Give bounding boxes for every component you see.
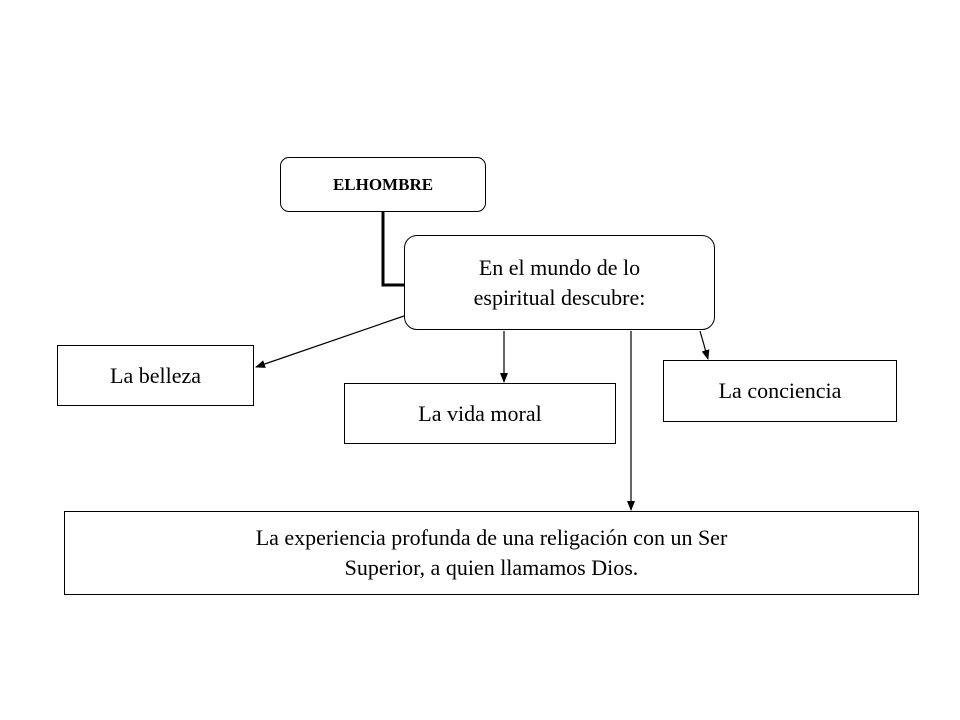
experience-node-box: La experiencia profunda de una religació… [64, 511, 919, 595]
discovery-node-box: En el mundo de lo espiritual descubre: [404, 235, 715, 330]
arrow-to-conciencia [699, 330, 710, 360]
root-node-label: ELHOMBRE [332, 174, 434, 194]
root-node-box: ELHOMBRE [280, 157, 486, 212]
discovery-node-line-1: En el mundo de lo [478, 254, 641, 280]
discovery-node-line-2: espiritual descubre: [473, 284, 646, 310]
conscience-node-box: La conciencia [663, 360, 897, 422]
experience-node-line-1: La experiencia profunda de una religació… [255, 525, 728, 550]
conscience-node-label: La conciencia [718, 378, 842, 403]
elbow-connector-hombre-to-discovery [381, 212, 404, 287]
beauty-node-box: La belleza [57, 345, 254, 406]
arrow-to-belleza [255, 315, 405, 368]
moral-life-node-label: La vida moral [418, 400, 542, 426]
beauty-node-label: La belleza [110, 362, 201, 388]
experience-node-line-2: Superior, a quien llamamos Dios. [344, 555, 639, 580]
moral-life-node-box: La vida moral [344, 383, 616, 444]
